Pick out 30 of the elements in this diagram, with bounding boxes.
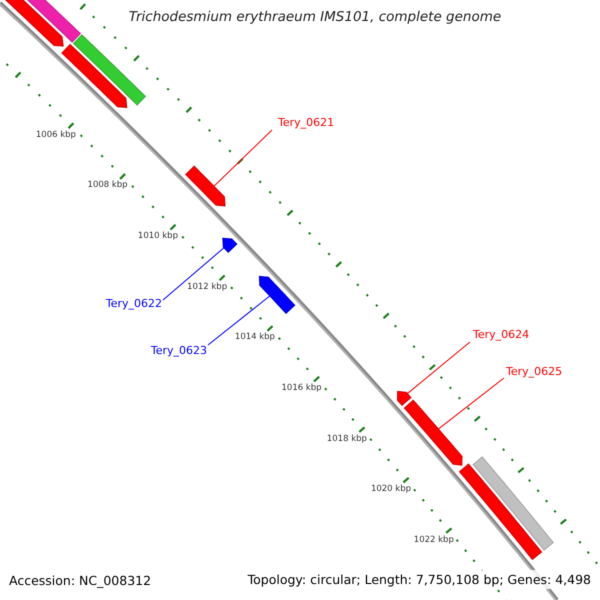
map-title: Trichodesmium erythraeum IMS101, complete genome [128,9,502,25]
leader-line [162,247,225,300]
scale-label: 1018 kbp [326,434,367,444]
scale-label: 1012 kbp [187,282,228,292]
gene-feature [458,463,542,560]
scale-label: 1022 kbp [414,534,454,545]
leader-line [213,130,272,187]
gene-label: Tery_0623 [150,344,207,357]
gene-feature [397,390,412,406]
scale-label: 1016 kbp [282,383,322,394]
scale-label: 1020 kbp [370,484,412,494]
scale-label: 1014 kbp [234,332,275,342]
scale-label: 1010 kbp [138,231,178,242]
gene-feature [222,238,238,254]
leader-line [406,342,470,394]
scale-label: 1006 kbp [36,130,76,140]
accession-text: Accession: NC_008312 [9,573,152,588]
gene-feature [258,276,296,314]
scale-label: 1008 kbp [88,180,128,190]
gene-feature [61,44,128,108]
gene-feature [185,165,226,207]
gene-label: Tery_0621 [278,116,334,129]
gene-label: Tery_0625 [506,365,562,378]
leader-line [438,378,504,430]
gene-feature [72,34,146,106]
leader-line [208,295,270,346]
gene-label: Tery_0624 [473,328,530,341]
gene-label: Tery_0622 [106,297,162,310]
gene-feature [472,456,554,551]
gene-feature [404,400,463,466]
